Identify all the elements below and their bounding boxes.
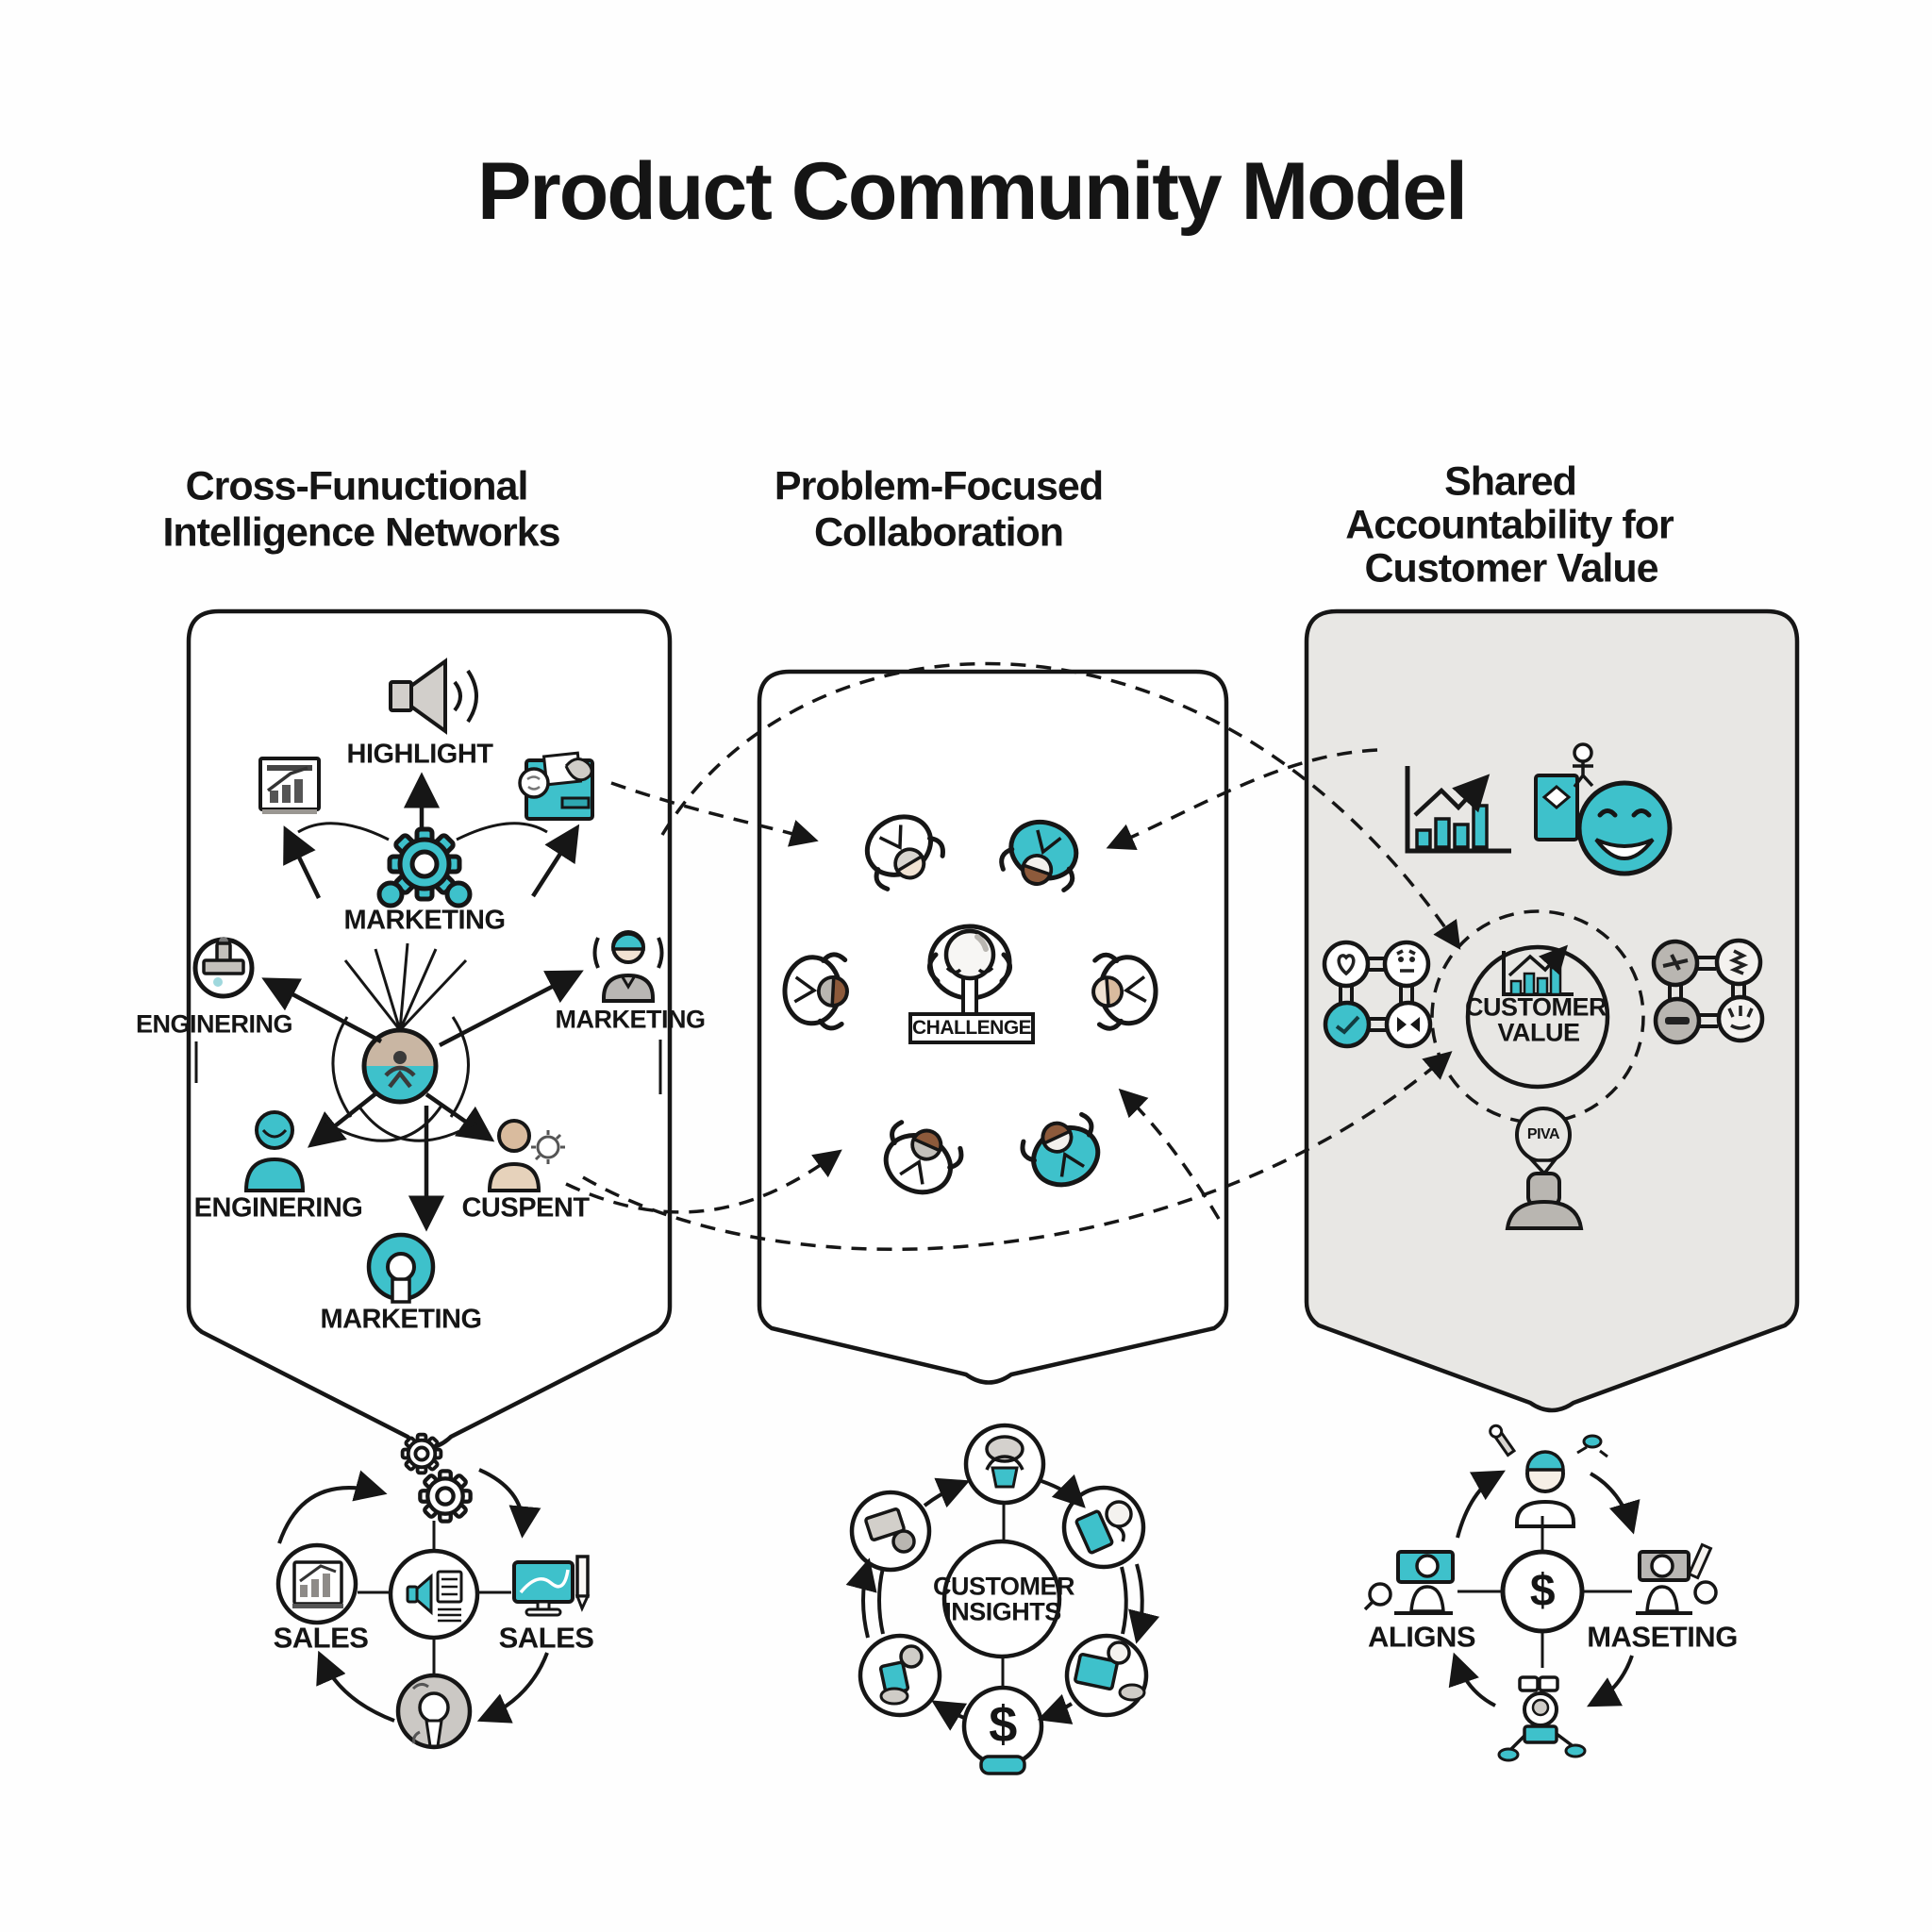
customer-value-line1: CUSTOMER <box>1464 992 1607 1022</box>
facilitator-magnifier-icon <box>927 924 1012 1019</box>
label-maseting: MASETING <box>1587 1620 1738 1654</box>
gear-icon <box>376 826 473 908</box>
label-engineering-left: ENGINERING <box>135 1009 293 1039</box>
dollar-sign-right: $ <box>1529 1566 1556 1616</box>
person-overhead-teal-2 <box>1020 1111 1101 1188</box>
person-overhead-white-1 <box>864 814 945 891</box>
cycle-arrows <box>277 1468 549 1724</box>
bowtie-icon <box>1397 1017 1420 1032</box>
cycle-circle-bottom-left <box>858 1633 942 1718</box>
marketing-donut-icon <box>366 1232 436 1304</box>
label-cuspent: CUSPENT <box>461 1192 590 1224</box>
customer-value-line2: VALUE <box>1497 1018 1580 1047</box>
column2-header-line2: Collaboration <box>813 509 1064 556</box>
cycle-arrows <box>845 1474 1160 1731</box>
label-engineering-bottom: ENGINERING <box>193 1192 363 1224</box>
heart-icon <box>1337 954 1356 976</box>
collaboration-table <box>782 814 1158 1195</box>
tool-icon <box>1582 1434 1603 1449</box>
maseting-desk-icon <box>1636 1542 1718 1615</box>
speaker-icon <box>389 658 478 735</box>
minus-icon <box>1665 1017 1690 1024</box>
cycle-circle-top-left <box>849 1490 932 1573</box>
feedback-document-icon <box>1534 742 1594 841</box>
column1-header-line1: Cross-Funuctional <box>185 463 529 509</box>
customer-value-circle <box>1465 944 1610 1090</box>
marketing-person-icon <box>592 930 664 1003</box>
cuspent-person-icon <box>487 1119 565 1192</box>
cycle-circle-top <box>963 1423 1046 1506</box>
metrics-cluster-left <box>1322 940 1433 1049</box>
label-marketing-right: MARKETING <box>555 1005 707 1034</box>
neutral-face-icon <box>1396 949 1416 973</box>
hand-rays-icon <box>1727 1006 1754 1030</box>
check-icon <box>1335 1015 1360 1035</box>
label-marketing-bottom: MARKETING <box>320 1304 482 1335</box>
dollar-circle <box>1500 1549 1585 1634</box>
pencil-icon <box>1687 1542 1713 1580</box>
sales-chart-circle <box>275 1542 358 1625</box>
cycle-arrows <box>1448 1470 1641 1707</box>
smiley-icon <box>1576 780 1673 876</box>
growth-chart-icon <box>1405 766 1511 854</box>
label-highlight: HIGHLIGHT <box>346 739 494 770</box>
announcement-circle <box>388 1548 480 1641</box>
engineering-tool-icon <box>192 937 255 999</box>
page-title: Product Community Model <box>476 146 1468 237</box>
bottom-left-cycle <box>275 1432 591 1750</box>
engineering-person-icon <box>243 1110 306 1192</box>
bar-chart-icon <box>258 757 321 814</box>
challenge-label-box: CHALLENGE <box>908 1012 1035 1044</box>
builder-person-icon <box>1497 1675 1587 1762</box>
document-printer-icon <box>518 751 594 821</box>
wrench-icon <box>1489 1424 1517 1457</box>
idea-person-icon <box>1505 1107 1584 1230</box>
customer-insights-line1: CUSTOMER <box>932 1572 1075 1601</box>
person-overhead-white-2 <box>782 952 849 1031</box>
aligns-desk-icon <box>1363 1550 1455 1615</box>
bottom-right-cycle <box>1363 1424 1718 1762</box>
people-donut-circle <box>395 1673 473 1750</box>
plane-icon <box>1662 954 1689 971</box>
label-aligns: ALIGNS <box>1367 1620 1476 1654</box>
customer-insights-line2: INSIGHTS <box>944 1597 1061 1626</box>
metrics-cluster-right <box>1651 938 1765 1045</box>
column2-header-line1: Problem-Focused <box>774 463 1104 509</box>
pencil-icon <box>575 1555 590 1598</box>
cycle-links <box>1001 1503 1006 1688</box>
zigzag-icon <box>1728 949 1749 975</box>
person-overhead-white-4 <box>883 1120 964 1195</box>
cycle-circle-bottom-right <box>1064 1633 1149 1718</box>
cycle-links <box>1457 1516 1632 1668</box>
product-person-icon <box>1489 1424 1608 1528</box>
bottom-middle-cycle <box>845 1423 1160 1775</box>
hub-icon <box>361 1027 439 1105</box>
sales-monitor-icon <box>512 1555 591 1617</box>
label-sales-right: SALES <box>498 1621 594 1655</box>
label-marketing-top: MARKETING <box>343 905 506 936</box>
gears-icon <box>400 1432 473 1524</box>
column1-header-line2: Intelligence Networks <box>162 509 560 556</box>
person-overhead-teal-1 <box>999 820 1079 892</box>
cycle-links <box>358 1521 511 1674</box>
column3-header-line2: Accountability for <box>1345 502 1674 548</box>
person-overhead-white-3 <box>1091 952 1158 1031</box>
column3-header-line1: Shared <box>1444 458 1577 505</box>
thought-bubble-label: PIVA <box>1526 1126 1560 1142</box>
label-sales-left: SALES <box>273 1621 369 1655</box>
column3-header-line3: Customer Value <box>1364 545 1659 591</box>
hub-arrows <box>194 772 662 1232</box>
dollar-sign-middle: $ <box>989 1696 1017 1753</box>
